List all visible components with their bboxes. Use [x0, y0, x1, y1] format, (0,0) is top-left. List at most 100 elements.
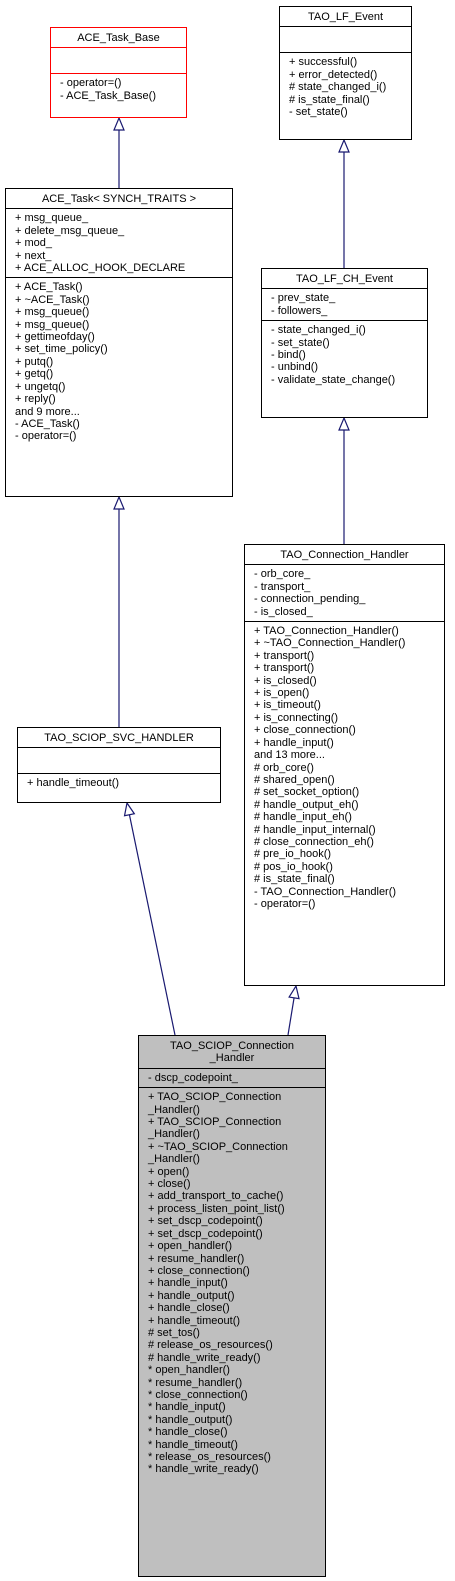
operation-item: # pos_io_hook() [254, 860, 333, 873]
operations-section: + successful()+ error_detected()# state_… [280, 52, 411, 121]
operation-item: # orb_core() [254, 761, 314, 774]
operation-item: + gettimeofday() [15, 331, 95, 344]
operation-item: * handle_output() [148, 1413, 233, 1426]
operation-item: + ~TAO_SCIOP_Connection [148, 1140, 288, 1153]
operation-item: - bind() [271, 349, 306, 362]
operations-section: - operator=()- ACE_Task_Base() [51, 73, 186, 105]
operation-item: - unbind() [271, 361, 319, 374]
class-title-line: _Handler [209, 1052, 255, 1065]
operation-item: # is_state_final() [254, 873, 335, 886]
operation-item: - set_state() [271, 336, 330, 349]
operation-item: - operator=() [254, 897, 316, 910]
operation-item: + getq() [15, 368, 54, 381]
edge-sciop-connection-handler-to-svc-handler [123, 801, 176, 1036]
attribute-item: + delete_msg_queue_ [15, 224, 125, 237]
class-title: TAO_LF_CH_Event [262, 269, 427, 288]
class-tao-connection-handler[interactable]: TAO_Connection_Handler- orb_core_- trans… [244, 544, 445, 986]
attribute-item: - dscp_codepoint_ [148, 1071, 238, 1084]
class-tao-lf-ch-event[interactable]: TAO_LF_CH_Event - prev_state_- followers_… [261, 268, 428, 418]
class-title-line: TAO_LF_CH_Event [295, 273, 393, 285]
operation-item: * handle_close() [148, 1426, 228, 1439]
class-title-line: ACE_Task_Base [77, 32, 160, 44]
operation-item: * resume_handler() [148, 1376, 243, 1389]
operation-item: + transport() [254, 649, 315, 662]
attribute-item: - prev_state_ [271, 292, 336, 305]
operation-item: + add_transport_to_cache() [148, 1190, 284, 1203]
operation-item: # shared_open() [254, 773, 335, 786]
operation-item: * handle_input() [148, 1401, 226, 1414]
operation-item: + TAO_Connection_Handler() [254, 625, 399, 638]
operation-item: + putq() [15, 355, 54, 368]
operation-item: + open() [148, 1165, 190, 1178]
class-title: ACE_Task_Base [51, 28, 186, 47]
attribute-item: + ACE_ALLOC_HOOK_DECLARE [15, 262, 186, 275]
attribute-item: - connection_pending_ [254, 593, 366, 606]
operation-item: - state_changed_i() [271, 324, 366, 337]
operation-item: - operator=() [60, 77, 122, 90]
edge-sciop-connection-handler-to-connection-handler [287, 984, 300, 1036]
operation-item: + set_dscp_codepoint() [148, 1215, 263, 1228]
operation-item: _Handler() [148, 1103, 200, 1116]
operation-item: - TAO_Connection_Handler() [254, 885, 397, 898]
operation-item: * open_handler() [148, 1364, 230, 1377]
operation-item: * release_os_resources() [148, 1451, 271, 1463]
operation-item: + is_closed() [254, 674, 317, 687]
operation-item: + ~ACE_Task() [15, 293, 90, 306]
operation-item: + ungetq() [15, 380, 66, 393]
operation-item: - set_state() [289, 106, 348, 119]
class-title-line: TAO_SCIOP_Connection [170, 1040, 294, 1052]
class-tao-sciop-svc-handler[interactable]: TAO_SCIOP_SVC_HANDLER + handle_timeout() [17, 727, 221, 803]
operation-item: # pre_io_hook() [254, 848, 332, 861]
class-ace-task-base[interactable]: ACE_Task_Base - operator=()- ACE_Task_Bas… [50, 27, 187, 118]
attributes-section [51, 47, 186, 73]
edge-ace-task-to-ace-task-base [113, 116, 125, 188]
operation-item: + handle_timeout() [27, 777, 120, 790]
class-title-line: ACE_Task< SYNCH_TRAITS > [41, 193, 197, 205]
operation-item: - ACE_Task_Base() [60, 89, 156, 102]
operation-item: + TAO_SCIOP_Connection [148, 1091, 282, 1104]
attributes-section: - prev_state_- followers_ [262, 288, 427, 320]
operation-item: # handle_input_internal() [254, 823, 376, 836]
attributes-section: - orb_core_- transport_- connection_pend… [245, 564, 444, 621]
class-tao-sciop-connection-handler[interactable]: TAO_SCIOP_Connection_Handler - dscp_codep… [138, 1035, 326, 1577]
operation-item: # release_os_resources() [148, 1339, 273, 1352]
operation-item: _Handler() [148, 1128, 200, 1141]
operation-item: # set_socket_option() [254, 786, 360, 799]
class-title-line: TAO_SCIOP_SVC_HANDLER [44, 732, 194, 744]
class-ace-task[interactable]: ACE_Task< SYNCH_TRAITS > + msg_queue_+ de… [5, 188, 233, 497]
edge-tao-sciop-svc-handler-to-ace-task [113, 495, 125, 727]
operation-item: + is_open() [254, 687, 310, 700]
attribute-item: + msg_queue_ [15, 212, 89, 225]
attribute-item: + mod_ [15, 237, 52, 250]
operation-item: + successful() [289, 56, 358, 69]
operation-item: + msg_queue() [15, 318, 90, 331]
operation-item: + ~TAO_Connection_Handler() [254, 637, 406, 650]
class-title: ACE_Task< SYNCH_TRAITS > [6, 189, 232, 208]
class-title: TAO_LF_Event [280, 7, 411, 26]
operations-section: + TAO_Connection_Handler()+ ~TAO_Connect… [245, 621, 444, 913]
operation-item: + handle_timeout() [148, 1314, 241, 1327]
operation-item: + close_connection() [254, 724, 356, 737]
attributes-section: + msg_queue_+ delete_msg_queue_+ mod_+ n… [6, 208, 232, 277]
operation-item: # handle_write_ready() [148, 1351, 261, 1364]
operation-item: - ACE_Task() [15, 417, 80, 430]
operation-item: # handle_output_eh() [254, 798, 359, 811]
operation-item: + handle_input() [148, 1277, 228, 1290]
operation-item: # set_tos() [148, 1326, 200, 1339]
class-tao-lf-event[interactable]: TAO_LF_Event + successful()+ error_detect… [279, 6, 412, 140]
operation-item: + error_detected() [289, 68, 378, 81]
operation-item: + is_connecting() [254, 711, 339, 724]
operation-item: + reply() [15, 393, 56, 406]
operation-item: + ACE_Task() [15, 281, 83, 294]
operation-item: # close_connection_eh() [254, 835, 374, 848]
operation-item: and 9 more... [15, 405, 80, 418]
operation-item: # handle_input_eh() [254, 811, 352, 824]
operation-item: _Handler() [148, 1153, 200, 1166]
operations-section: - state_changed_i()- set_state()- bind()… [262, 320, 427, 389]
operation-item: + handle_input() [254, 736, 334, 749]
operation-item: * handle_timeout() [148, 1438, 238, 1451]
operation-item: # state_changed_i() [289, 81, 387, 94]
attributes-section [280, 26, 411, 52]
operations-section: + ACE_Task()+ ~ACE_Task()+ msg_queue()+ … [6, 277, 232, 445]
operation-item: + handle_output() [148, 1289, 235, 1302]
